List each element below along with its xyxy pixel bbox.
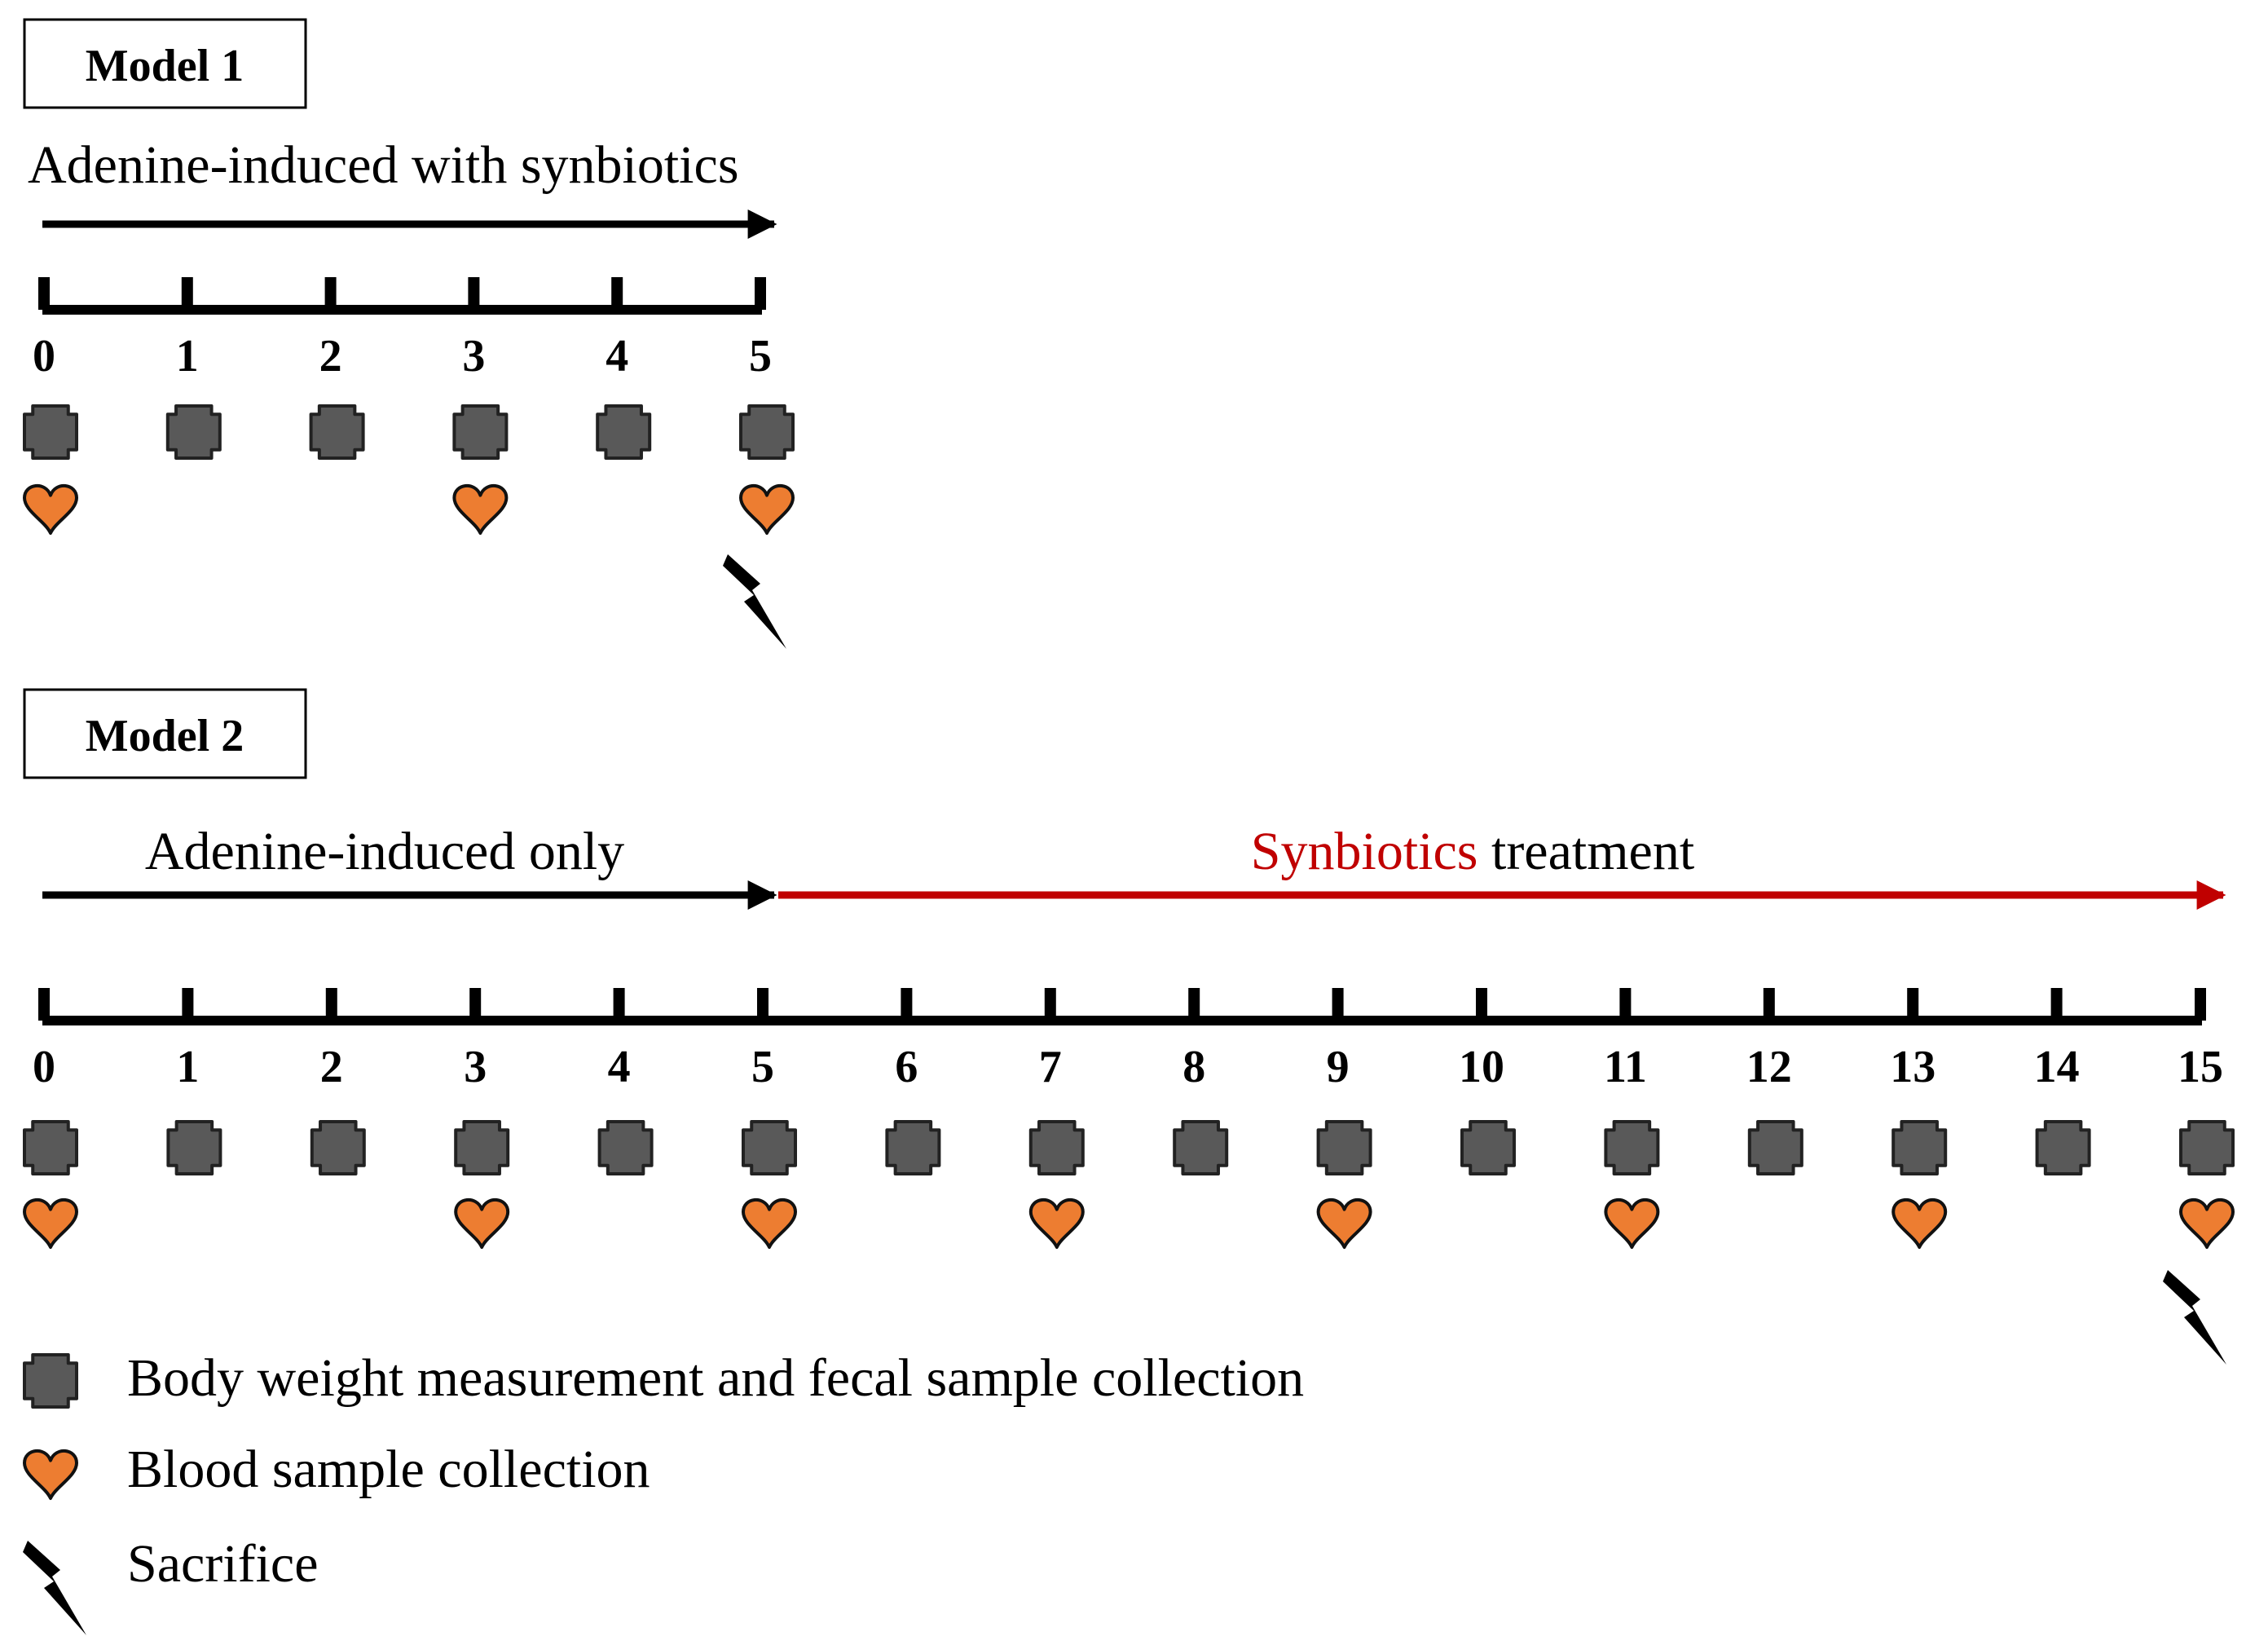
model1-heart-icon xyxy=(452,484,509,535)
model2-blood-markers xyxy=(23,1198,2235,1249)
legend-heart-shape xyxy=(23,1449,78,1500)
model2-axis-tick-label: 4 xyxy=(608,1042,631,1092)
model2-cross-icon xyxy=(1173,1120,1229,1175)
model1-cross-icon xyxy=(165,404,222,460)
model2-axis-tick-label: 14 xyxy=(2034,1042,2080,1092)
legend-lightning-icon xyxy=(23,1541,86,1635)
model2-heart-icon xyxy=(1028,1198,1085,1249)
model2-axis-tick-label: 2 xyxy=(320,1042,343,1092)
model1-axis-tick-label: 4 xyxy=(606,331,628,381)
model1-cross-icon xyxy=(739,404,795,460)
model1-section: Model 1 Adenine-induced with synbiotics … xyxy=(23,18,795,649)
legend-heart-icon xyxy=(23,1449,78,1500)
model2-axis-tick-label: 0 xyxy=(33,1042,55,1092)
model2-heart-icon xyxy=(1891,1198,1948,1249)
model2-cross-icon xyxy=(1604,1120,1660,1175)
model1-body-weight-markers xyxy=(23,404,795,460)
model2-cross-icon xyxy=(1891,1120,1948,1175)
model2-cross-icon xyxy=(23,1120,78,1175)
legend-cross-shape xyxy=(23,1353,78,1409)
legend-sacrifice-label: Sacrifice xyxy=(127,1534,319,1594)
model2-cross-icon xyxy=(454,1120,510,1175)
model2-cross-icon xyxy=(2035,1120,2091,1175)
model2-axis-tick-label: 8 xyxy=(1182,1042,1205,1092)
legend-blood-label: Blood sample collection xyxy=(127,1440,650,1499)
model1-label: Model 1 xyxy=(86,41,244,91)
model2-axis-tick-label: 5 xyxy=(751,1042,774,1092)
model1-lightning-icon xyxy=(723,554,786,649)
model2-lightning-icon xyxy=(2163,1270,2226,1365)
model2-body-weight-markers xyxy=(23,1120,2235,1175)
model1-axis-tick-label: 5 xyxy=(749,331,772,381)
model2-axis-tick-label: 1 xyxy=(176,1042,199,1092)
model2-heart-icon xyxy=(23,1198,78,1249)
model2-axis-tick-label: 3 xyxy=(464,1042,487,1092)
model2-axis-tick-label: 15 xyxy=(2178,1042,2223,1092)
legend-cross-icon xyxy=(23,1353,78,1409)
legend-body-weight-label: Body weight measurement and fecal sample… xyxy=(127,1348,1304,1408)
model2-phase2-label: Synbiotics treatment xyxy=(1251,822,1694,881)
model2-phase1-label: Adenine-induced only xyxy=(145,822,624,881)
model1-axis-tick-label: 0 xyxy=(33,331,55,381)
model1-cross-icon xyxy=(452,404,509,460)
legend-lightning-shape xyxy=(23,1541,86,1635)
model2-heart-icon xyxy=(1604,1198,1660,1249)
model2-phase2-highlight: Synbiotics xyxy=(1251,822,1478,881)
model2-axis-tick-label: 11 xyxy=(1604,1042,1647,1092)
model2-heart-icon xyxy=(742,1198,797,1249)
model1-cross-icon xyxy=(309,404,365,460)
model1-blood-markers xyxy=(23,484,795,535)
model1-cross-icon xyxy=(596,404,652,460)
model2-label: Model 2 xyxy=(86,711,244,761)
model2-cross-icon xyxy=(1316,1120,1372,1175)
model2-cross-icon xyxy=(1747,1120,1803,1175)
model2-axis-tick-label: 6 xyxy=(895,1042,918,1092)
model1-phase-label: Adenine-induced with synbiotics xyxy=(28,135,739,195)
model1-cross-icon xyxy=(23,404,78,460)
model2-axis-tick-label: 10 xyxy=(1459,1042,1504,1092)
model2-cross-icon xyxy=(1028,1120,1085,1175)
model1-sacrifice-marker xyxy=(723,554,786,649)
model2-axis-tick-label: 13 xyxy=(1890,1042,1936,1092)
model2-phase2-rest: treatment xyxy=(1478,822,1694,881)
model2-section: Model 2 Adenine-induced only Synbiotics … xyxy=(23,688,2235,1365)
model2-cross-icon xyxy=(310,1120,366,1175)
model2-cross-icon xyxy=(2179,1120,2235,1175)
model2-label-box xyxy=(23,688,307,779)
model1-axis-tick-label: 1 xyxy=(176,331,199,381)
model2-axis-tick-label: 9 xyxy=(1327,1042,1350,1092)
model2-cross-icon xyxy=(742,1120,797,1175)
model1-heart-icon xyxy=(23,484,78,535)
model1-timeline-axis: 0 1 2 3 4 5 xyxy=(33,277,772,381)
legend: Body weight measurement and fecal sample… xyxy=(23,1348,1304,1635)
model2-sacrifice-marker xyxy=(2163,1270,2226,1365)
model2-heart-icon xyxy=(454,1198,510,1249)
model2-axis-tick-label: 12 xyxy=(1746,1042,1792,1092)
model2-cross-icon xyxy=(597,1120,654,1175)
model2-heart-icon xyxy=(2179,1198,2235,1249)
model1-heart-icon xyxy=(739,484,795,535)
model2-cross-icon xyxy=(166,1120,222,1175)
model1-axis-tick-label: 2 xyxy=(319,331,342,381)
model2-cross-icon xyxy=(1460,1120,1516,1175)
model1-label-box xyxy=(23,18,307,109)
model2-cross-icon xyxy=(885,1120,941,1175)
model1-axis-tick-label: 3 xyxy=(462,331,485,381)
model2-heart-icon xyxy=(1316,1198,1372,1249)
model2-axis-tick-label: 7 xyxy=(1039,1042,1062,1092)
